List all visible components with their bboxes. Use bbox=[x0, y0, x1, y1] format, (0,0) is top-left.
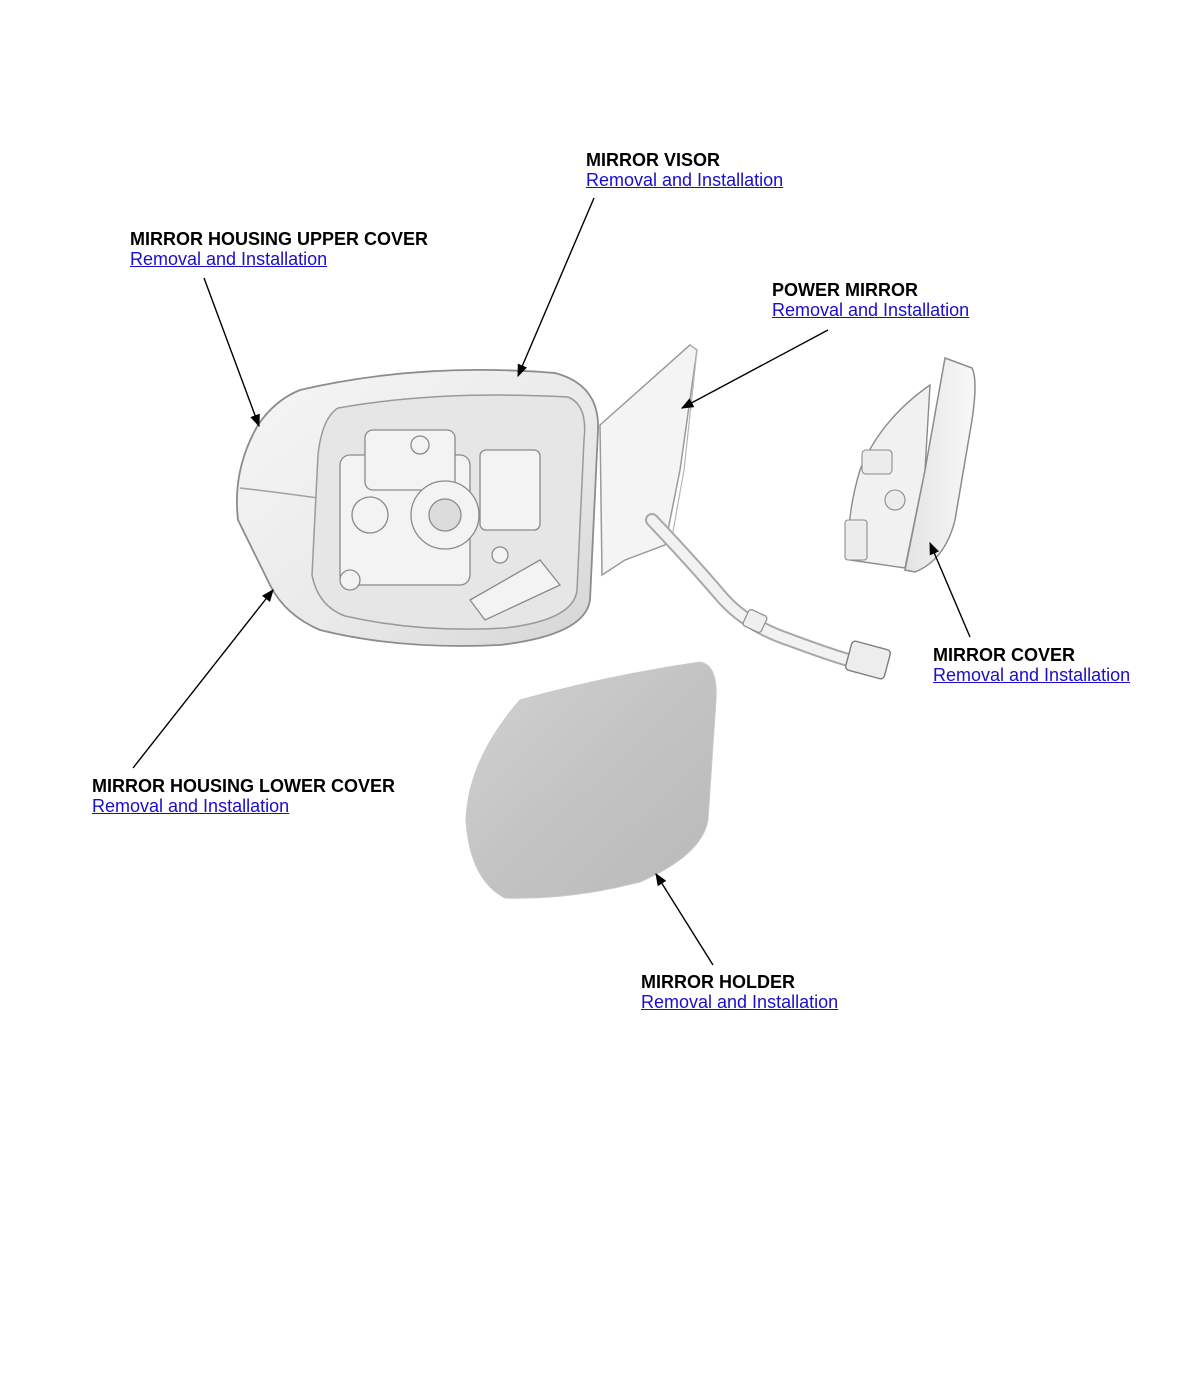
power-mirror-base bbox=[599, 344, 698, 577]
harness-clip bbox=[742, 609, 768, 633]
harness-cable-core bbox=[647, 515, 860, 667]
mirror-housing-lower-cover-label: MIRROR HOUSING LOWER COVER bbox=[92, 776, 396, 796]
callout-mirror-visor: MIRROR VISOR Removal and Installation bbox=[586, 150, 783, 192]
mirror-cover-frame bbox=[904, 356, 976, 573]
mirror-cover-details bbox=[844, 449, 906, 561]
mirror-visor-label: MIRROR VISOR bbox=[586, 150, 721, 170]
leader-mirror-cover bbox=[929, 541, 971, 638]
wiring-harness bbox=[645, 513, 892, 680]
housing-split-line bbox=[239, 487, 319, 499]
mirror-housing-upper-cover-removal-link[interactable]: Removal and Installation bbox=[130, 249, 328, 269]
mirror-cover-removal-link[interactable]: Removal and Installation bbox=[933, 665, 1131, 685]
power-mirror-base-edge bbox=[669, 344, 698, 549]
mirror-holder-glass bbox=[465, 661, 717, 899]
callout-mirror-housing-upper-cover: MIRROR HOUSING UPPER COVER Removal and I… bbox=[130, 229, 428, 271]
leader-upper-cover bbox=[203, 277, 260, 428]
mirror-holder-label: MIRROR HOLDER bbox=[641, 972, 795, 992]
mirror-housing-upper-cover-label: MIRROR HOUSING UPPER COVER bbox=[130, 229, 429, 249]
callout-mirror-cover: MIRROR COVER Removal and Installation bbox=[933, 645, 1130, 687]
leader-lines bbox=[132, 197, 971, 966]
mirror-cover-label: MIRROR COVER bbox=[933, 645, 1076, 665]
harness-connector bbox=[844, 640, 892, 680]
mirror-cover-part bbox=[844, 356, 976, 573]
mirror-holder-removal-link[interactable]: Removal and Installation bbox=[641, 992, 839, 1012]
mirror-visor-removal-link[interactable]: Removal and Installation bbox=[586, 170, 784, 190]
mirror-housing-lower-cover-removal-link[interactable]: Removal and Installation bbox=[92, 796, 290, 816]
harness-cable bbox=[645, 513, 862, 669]
callout-mirror-holder: MIRROR HOLDER Removal and Installation bbox=[641, 972, 838, 1014]
callout-power-mirror: POWER MIRROR Removal and Installation bbox=[772, 280, 969, 322]
callout-mirror-housing-lower-cover: MIRROR HOUSING LOWER COVER Removal and I… bbox=[92, 776, 395, 818]
mirror-housing-assembly bbox=[235, 344, 698, 647]
leader-mirror-visor bbox=[517, 197, 595, 378]
leader-mirror-holder bbox=[655, 872, 714, 966]
power-mirror-label: POWER MIRROR bbox=[772, 280, 918, 300]
leader-power-mirror bbox=[680, 329, 829, 409]
power-mirror-removal-link[interactable]: Removal and Installation bbox=[772, 300, 970, 320]
leader-lower-cover bbox=[132, 589, 274, 769]
actuator-mechanism bbox=[339, 429, 562, 621]
